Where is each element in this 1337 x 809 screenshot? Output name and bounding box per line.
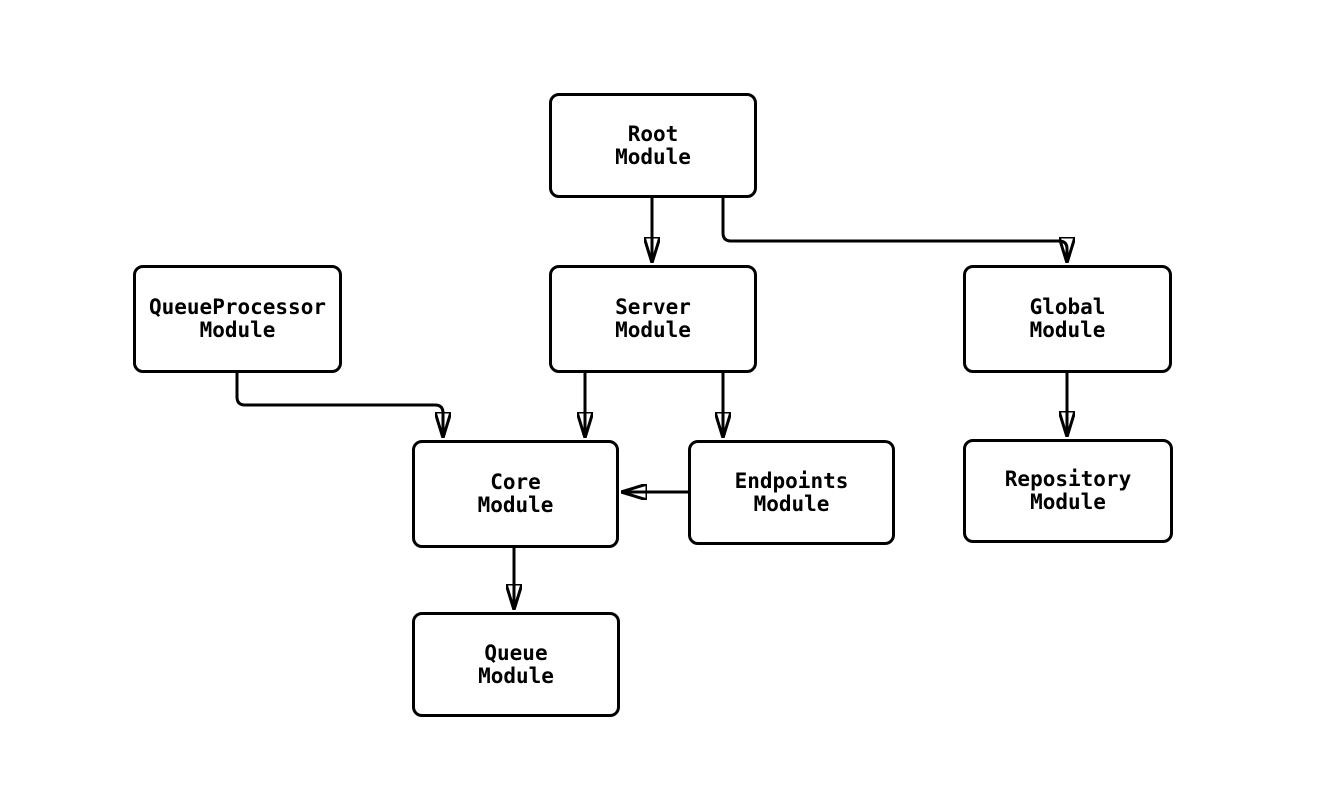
node-server-module: Server Module <box>549 265 757 373</box>
node-core-module: Core Module <box>412 440 619 548</box>
node-queueprocessor-module: QueueProcessor Module <box>133 265 342 373</box>
node-root-module: Root Module <box>549 93 757 198</box>
node-repository-module: Repository Module <box>963 439 1173 543</box>
node-global-module: Global Module <box>963 265 1172 373</box>
edge-queueprocessor-core <box>235 373 443 437</box>
node-queue-module: Queue Module <box>412 612 620 717</box>
edge-root-global <box>721 198 1067 262</box>
node-endpoints-module: Endpoints Module <box>688 440 895 545</box>
